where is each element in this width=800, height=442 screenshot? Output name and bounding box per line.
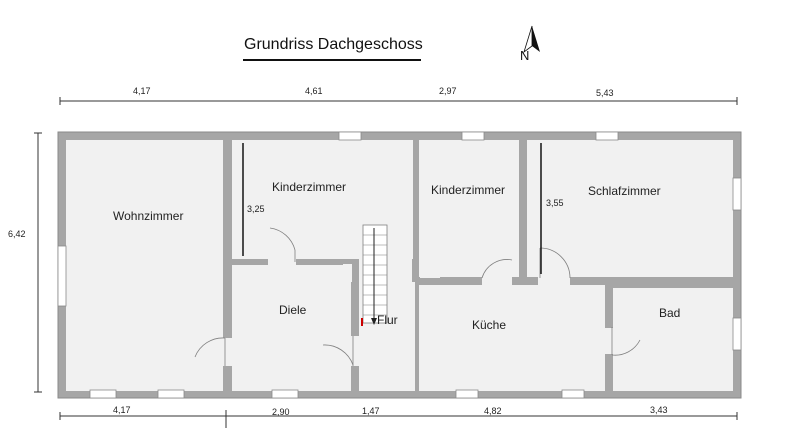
staircase (361, 224, 388, 326)
plan-title: Grundriss Dachgeschoss (244, 36, 423, 53)
dim-bottom-1: 4,17 (113, 405, 131, 415)
kueche-floor (419, 285, 605, 391)
dim-top-2: 4,61 (305, 86, 323, 96)
room-label-wohnzimmer: Wohnzimmer (113, 209, 184, 223)
compass-label: N (520, 48, 530, 63)
dim-inner-schlafzimmer: 3,55 (546, 198, 564, 208)
room-label-flur: Flur (377, 313, 398, 327)
north-arrow-icon (523, 25, 540, 54)
dim-bottom-2: 2,90 (272, 407, 290, 417)
dim-top-3: 2,97 (439, 86, 457, 96)
room-label-kueche: Küche (472, 318, 507, 332)
wohnzimmer-floor (66, 140, 223, 391)
landing-right (420, 264, 440, 278)
doors (194, 227, 641, 366)
dim-bottom-5: 3,43 (650, 405, 668, 415)
kinderzimmer-2-floor (419, 140, 519, 277)
room-label-kinderzimmer-1: Kinderzimmer (272, 180, 347, 194)
room-label-diele: Diele (279, 303, 307, 317)
dim-inner-kinderzimmer: 3,25 (247, 204, 265, 214)
schlafzimmer-floor (527, 140, 733, 277)
dim-bottom-3: 1,47 (362, 406, 380, 416)
room-label-kinderzimmer-2: Kinderzimmer (431, 183, 506, 197)
room-label-bad: Bad (659, 306, 681, 320)
dim-top-1: 4,17 (133, 86, 151, 96)
diele-floor (232, 265, 351, 391)
title-underline (243, 59, 421, 61)
bad-floor (613, 288, 733, 391)
dim-left: 6,42 (8, 229, 26, 239)
inner-dimension-lines (242, 143, 542, 274)
room-label-schlafzimmer: Schlafzimmer (588, 184, 661, 198)
room-floors (66, 140, 733, 391)
dimension-lines (34, 97, 738, 428)
windows (57, 131, 742, 399)
dim-top-4: 5,43 (596, 88, 614, 98)
dim-bottom-4: 4,82 (484, 406, 502, 416)
landing-left (343, 264, 352, 282)
